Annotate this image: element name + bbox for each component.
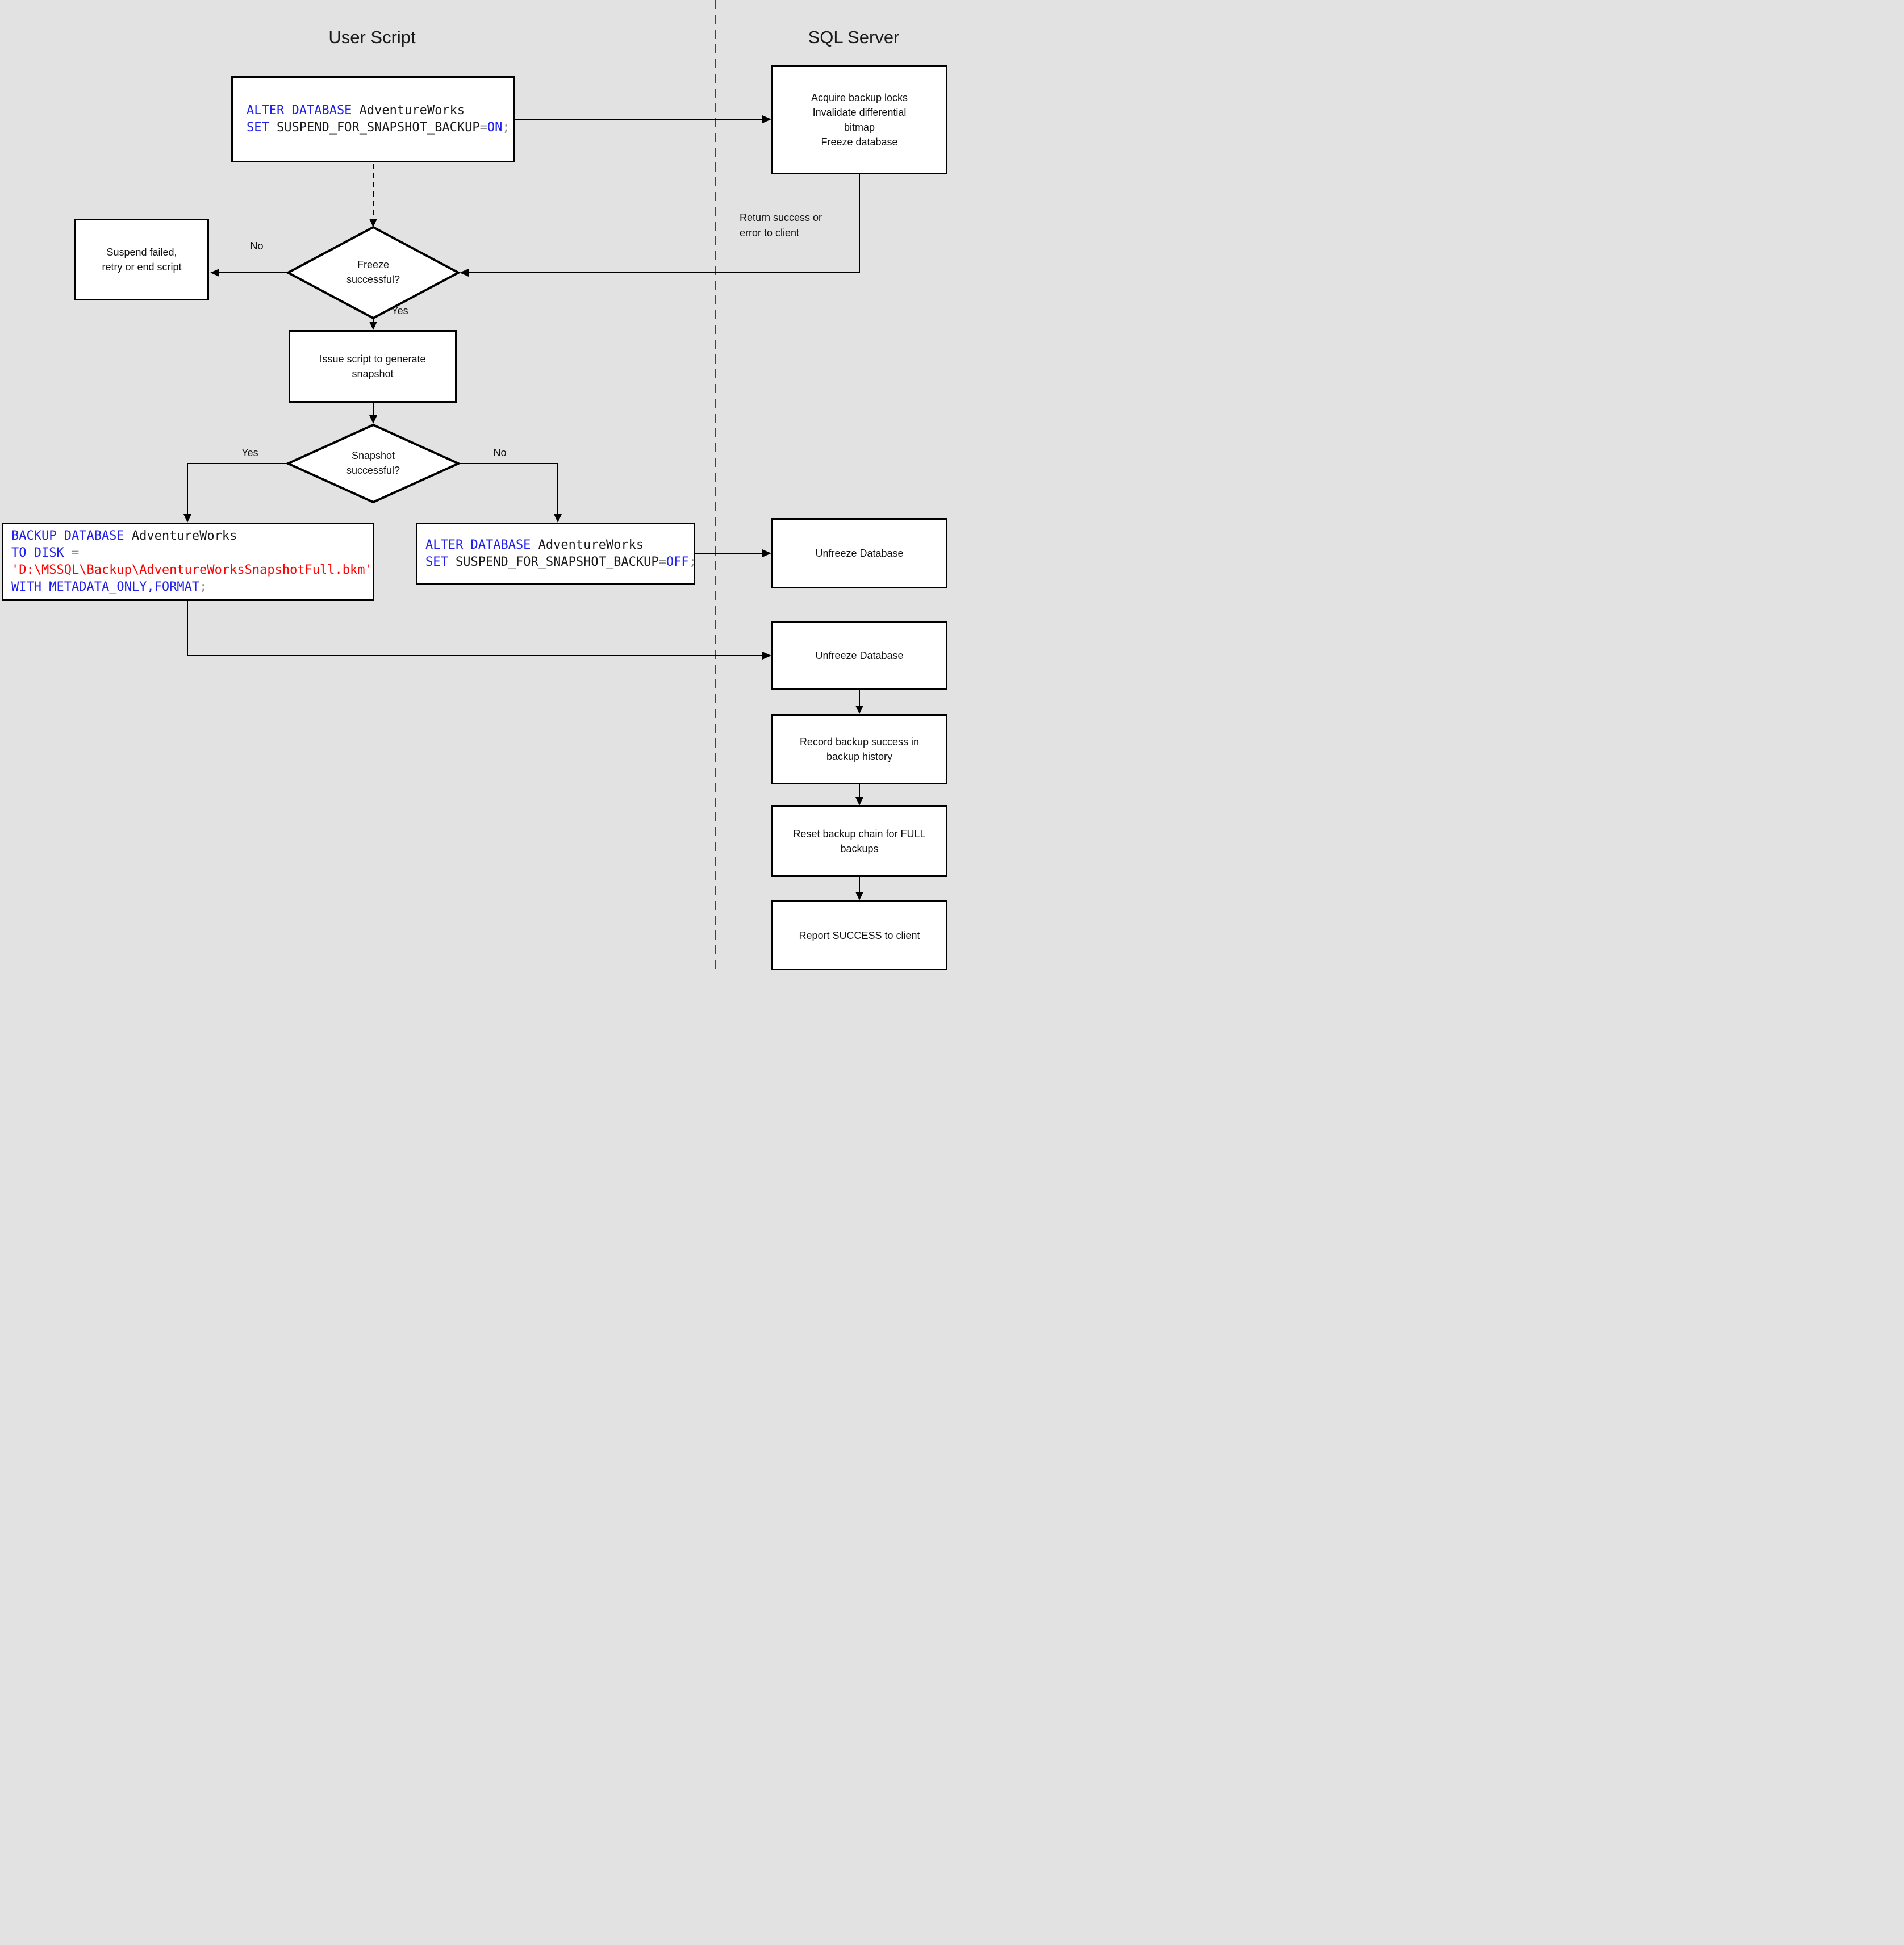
code-line: WITH METADATA_ONLY,FORMAT; xyxy=(11,579,373,596)
text-line: retry or end script xyxy=(102,261,182,273)
code-line: ALTER DATABASE AdventureWorks xyxy=(425,537,694,554)
edge-acquire-to-freeze xyxy=(467,174,860,273)
code-token: ; xyxy=(688,555,696,569)
code-line: 'D:\MSSQL\Backup\AdventureWorksSnapshotF… xyxy=(11,562,373,579)
code-token: ; xyxy=(502,120,510,135)
arrowhead-into-alteroff xyxy=(554,514,562,523)
arrowhead-into-snapshot xyxy=(369,415,377,424)
edge-label-freeze-no: No xyxy=(250,240,264,252)
code-line: SET SUSPEND_FOR_SNAPSHOT_BACKUP=ON; xyxy=(247,119,513,136)
arrowhead-into-record xyxy=(855,706,863,714)
text-line: backup history xyxy=(826,751,893,762)
code-token: SET xyxy=(247,120,269,135)
text-line: backups xyxy=(840,843,879,854)
code-token: AdventureWorks xyxy=(531,538,644,552)
edge-label-snapshot-no: No xyxy=(493,447,507,458)
text-line: Reset backup chain for FULL xyxy=(793,828,926,840)
text-line: Freeze database xyxy=(821,136,898,148)
arrowhead-into-report xyxy=(855,892,863,900)
freeze-decision-diamond xyxy=(285,226,461,320)
process-box-report-success: Report SUCCESS to client xyxy=(771,900,947,970)
text-line: Report SUCCESS to client xyxy=(799,929,920,941)
code-token: ; xyxy=(199,580,207,594)
text-line: bitmap xyxy=(844,122,875,133)
code-token: ALTER DATABASE xyxy=(247,103,352,118)
code-token: TO DISK xyxy=(11,546,64,560)
text-line: successful? xyxy=(346,274,400,285)
code-line: ALTER DATABASE AdventureWorks xyxy=(247,102,513,119)
text-line: successful? xyxy=(346,465,400,476)
arrowhead-into-unfreeze-lower xyxy=(762,652,771,660)
text-line: Unfreeze Database xyxy=(815,548,904,559)
arrowhead-into-backup xyxy=(183,514,191,523)
process-box-record-backup-history: Record backup success in backup history xyxy=(771,714,947,784)
text-line: snapshot xyxy=(352,368,394,379)
arrowhead-into-suspend xyxy=(210,269,219,277)
code-token: = xyxy=(479,120,487,135)
edge-label-return-success-or-error: Return success or error to client xyxy=(740,210,847,241)
code-token: SUSPEND_FOR_SNAPSHOT_BACKUP xyxy=(448,555,659,569)
code-token: AdventureWorks xyxy=(352,103,465,118)
connector-layer xyxy=(183,0,863,972)
arrowhead-into-reset xyxy=(855,797,863,805)
text-line: Return success or xyxy=(740,212,822,223)
code-token: AdventureWorks xyxy=(124,529,237,543)
lane-title-sql-server: SQL Server xyxy=(808,27,900,47)
edge-snapshot-no xyxy=(458,463,558,515)
process-box-issue-snapshot-script: Issue script to generate snapshot xyxy=(289,330,457,403)
code-token: OFF xyxy=(666,555,689,569)
edge-label-freeze-yes: Yes xyxy=(391,305,408,316)
arrowhead-into-issue xyxy=(369,322,377,330)
code-line: SET SUSPEND_FOR_SNAPSHOT_BACKUP=OFF; xyxy=(425,554,696,571)
code-token: ON xyxy=(487,120,503,135)
text-line: Freeze xyxy=(357,259,390,270)
lane-title-user-script: User Script xyxy=(328,27,416,47)
code-token: WITH METADATA_ONLY,FORMAT xyxy=(11,580,200,594)
snapshot-diamond-label: Snapshot successful? xyxy=(316,448,430,478)
code-token: 'D:\MSSQL\Backup\AdventureWorksSnapshotF… xyxy=(11,563,373,577)
edge-backup-to-unfreeze xyxy=(187,601,763,656)
code-token: SET xyxy=(425,555,448,569)
text-line: Issue script to generate xyxy=(319,353,426,365)
edge-snapshot-yes xyxy=(187,463,288,515)
process-box-reset-backup-chain: Reset backup chain for FULL backups xyxy=(771,805,947,877)
arrowhead-into-freeze-right xyxy=(460,269,469,277)
text-line: error to client xyxy=(740,227,800,239)
edge-label-snapshot-yes: Yes xyxy=(241,447,258,458)
text-line: Snapshot xyxy=(351,450,395,461)
process-box-unfreeze-database-lower: Unfreeze Database xyxy=(771,621,947,690)
process-box-unfreeze-database-upper: Unfreeze Database xyxy=(771,518,947,588)
code-token: SUSPEND_FOR_SNAPSHOT_BACKUP xyxy=(269,120,480,135)
arrowhead-into-freeze-top xyxy=(369,219,377,227)
arrowhead-into-unfreeze-upper xyxy=(762,549,771,557)
freeze-diamond-label: Freeze successful? xyxy=(316,257,430,287)
text-line: Record backup success in xyxy=(799,736,920,748)
text-line: Suspend failed, xyxy=(106,247,177,258)
text-line: Invalidate differential xyxy=(812,107,907,118)
code-token: ALTER DATABASE xyxy=(425,538,531,552)
text-line: Unfreeze Database xyxy=(815,650,904,661)
flowchart-canvas: User Script SQL Server ALTER DATABASE Ad… xyxy=(0,0,952,972)
snapshot-decision-diamond xyxy=(285,423,461,504)
code-token: BACKUP DATABASE xyxy=(11,529,124,543)
code-token: = xyxy=(658,555,666,569)
code-line: TO DISK = xyxy=(11,545,373,562)
process-box-suspend-failed: Suspend failed, retry or end script xyxy=(74,219,209,300)
text-line: Acquire backup locks xyxy=(811,92,908,103)
code-token: = xyxy=(64,546,80,560)
arrowhead-into-acquire xyxy=(762,115,771,123)
code-line: BACKUP DATABASE AdventureWorks xyxy=(11,528,373,545)
